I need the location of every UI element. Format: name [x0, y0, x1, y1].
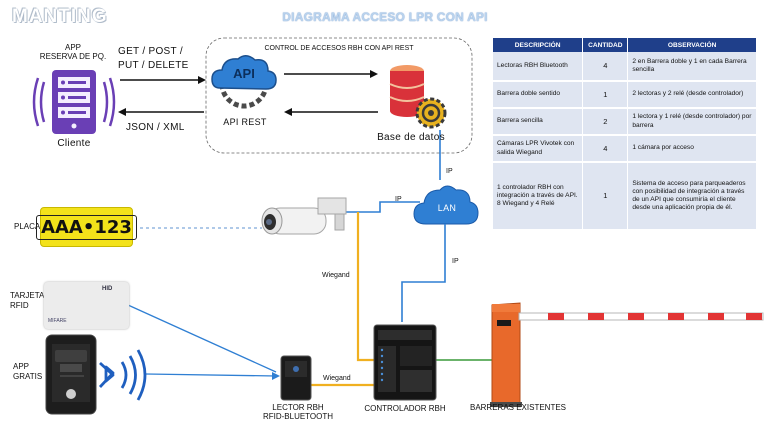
table-row: Barrera doble sentido 1 2 lectoras y 2 r…	[493, 81, 757, 109]
cell-observation: 1 cámara por acceso	[627, 135, 757, 163]
cell-quantity: 1	[582, 81, 629, 109]
api-rest-label: API REST	[223, 117, 267, 127]
mobile-phone-icon	[45, 334, 97, 415]
col-header-descripcion: DESCRIPCIÓN	[493, 38, 584, 52]
db-to-api-arrow	[284, 108, 378, 116]
cell-quantity: 1	[582, 162, 629, 231]
cell-observation: Sistema de acceso para parqueaderos con …	[627, 162, 757, 231]
camera-lan-link	[346, 201, 420, 213]
table-row: Lectoras RBH Bluetooth 4 2 en Barrera do…	[493, 52, 757, 82]
card-reader-link	[127, 304, 277, 373]
api-cloud-icon	[211, 55, 277, 109]
client-label: Cliente	[57, 138, 91, 149]
tarjeta-label: TARJETA RFID	[10, 291, 45, 310]
card-brand-logo: HID	[102, 286, 113, 292]
brand-logo: MANTING	[12, 6, 108, 27]
table-row: Barrera sencilla 2 1 lectora y 1 relé (d…	[493, 108, 757, 136]
lan-label: LAN	[437, 203, 457, 213]
controller-icon	[373, 324, 437, 401]
placa-label: PLACA	[14, 222, 41, 231]
client-app-icon	[32, 70, 116, 134]
barrier-gate-icon	[490, 302, 764, 407]
col-header-observacion: OBSERVACIÓN	[627, 38, 757, 52]
api-to-db-arrow	[284, 70, 378, 78]
app-reader-link	[145, 373, 277, 377]
app-gratis-label: APP GRATIS	[13, 362, 43, 381]
wiegand-label-reader: Wiegand	[323, 375, 351, 382]
lpr-camera-icon	[261, 197, 347, 235]
api-box-title: CONTROL DE ACCESOS RBH CON API REST	[264, 45, 414, 52]
cell-description: 1 controlador RBH con integración a trav…	[493, 162, 584, 231]
cell-observation: 1 lectora y 1 relé (desde controlador) p…	[627, 108, 757, 136]
rfid-card-image	[44, 282, 129, 329]
plate-text: AAA•123	[36, 214, 137, 240]
response-arrow	[118, 108, 204, 116]
response-format-label: JSON / XML	[126, 122, 185, 133]
lan-controller-link	[401, 224, 446, 322]
license-plate: AAA•123	[36, 207, 137, 247]
wiegand-label-camera: Wiegand	[322, 272, 350, 279]
table-row: Cámaras LPR Vivotek con salida Wiegand 4…	[493, 135, 757, 163]
table-header-row: DESCRIPCIÓN CANTIDAD OBSERVACIÓN	[493, 38, 757, 52]
cell-quantity: 2	[582, 108, 629, 136]
controlador-label: CONTROLADOR RBH	[364, 404, 446, 413]
ip-label-controller: IP	[452, 258, 459, 265]
ip-label-db: IP	[446, 168, 453, 175]
app-label: APP RESERVA DE PQ.	[39, 43, 107, 62]
cell-observation: 2 lectoras y 2 relé (desde controlador)	[627, 81, 757, 109]
request-methods-label: GET / POST / PUT / DELETE	[118, 46, 189, 71]
table-row: 1 controlador RBH con integración a trav…	[493, 162, 757, 231]
cell-description: Barrera doble sentido	[493, 81, 584, 109]
cell-description: Barrera sencilla	[493, 108, 584, 136]
reader-arrowhead	[272, 372, 280, 380]
col-header-cantidad: CANTIDAD	[582, 38, 629, 52]
cell-observation: 2 en Barrera doble y 1 en cada Barrera s…	[627, 52, 757, 82]
request-arrow	[120, 76, 206, 84]
cell-description: Lectoras RBH Bluetooth	[493, 52, 584, 82]
camera-wiegand-link	[356, 212, 376, 362]
lector-label: LECTOR RBH RFID-BLUETOOTH	[262, 403, 334, 422]
cell-description: Cámaras LPR Vivotek con salida Wiegand	[493, 135, 584, 163]
barreras-label: BARRERAS EXISTENTES	[469, 403, 567, 412]
api-rest-frame	[205, 37, 473, 154]
cell-quantity: 4	[582, 135, 629, 163]
card-mifare-logo: MIFARE	[48, 318, 67, 324]
cell-quantity: 4	[582, 52, 629, 82]
rfid-reader-icon	[280, 355, 312, 401]
equipment-table: DESCRIPCIÓN CANTIDAD OBSERVACIÓN Lectora…	[493, 38, 757, 231]
api-icon-text: API	[233, 66, 255, 81]
database-icon	[389, 65, 447, 129]
diagram-title: DIAGRAMA ACCESO LPR CON API	[282, 10, 488, 24]
bluetooth-icon	[98, 349, 147, 401]
ip-label-camera: IP	[395, 196, 402, 203]
database-label: Base de datos	[377, 132, 445, 143]
lan-cloud-icon	[413, 185, 479, 225]
